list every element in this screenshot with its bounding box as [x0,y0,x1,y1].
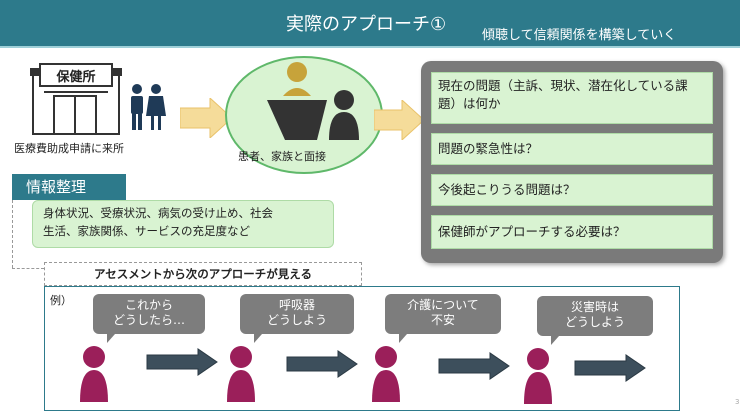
person-icon [227,346,255,402]
clinic-sign: 保健所 [56,70,96,85]
patient-icon [329,90,359,140]
speech-bubble: 呼吸器 どうしよう [240,294,354,343]
speech-bubble: これから どうしたら… [93,294,205,343]
header-divider [0,46,740,48]
arrow-right-icon [438,352,510,380]
building-icon [30,63,122,135]
example-label: 例） [50,294,72,307]
connector-line [12,200,13,268]
info-box: 身体状況、受療状況、病気の受け止め、社会 生活、家族関係、サービスの充足度など [32,200,334,248]
arrow-right-icon [286,350,358,378]
page-title: 実際のアプローチ① [286,14,447,35]
info-line: 生活、家族関係、サービスの充足度など [43,224,250,238]
interview-caption: 患者、家族と面接 [238,150,326,163]
person-icon [372,346,400,402]
page-subtitle: 傾聴して信頼関係を構築していく [482,28,677,43]
info-line: 身体状況、受療状況、病気の受け止め、社会 [43,206,273,220]
question-item: 保健師がアプローチする必要は？ [431,215,713,249]
question-item: 現在の問題（主訴、現状、潜在化している課題）は何か [431,72,713,124]
arrow-right-icon [574,354,646,382]
question-item: 今後起こりうる問題は？ [431,174,713,206]
clinic-caption: 医療費助成申請に来所 [14,142,124,155]
speech-bubble: 災害時は どうしよう [537,296,653,345]
title-bar [0,0,740,46]
arrow-right-icon [146,348,218,376]
question-item: 問題の緊急性は？ [431,133,713,165]
connector-line [12,268,44,269]
info-heading: 情報整理 [12,174,126,200]
person-icon [80,346,108,402]
arrow-right-icon [374,100,424,140]
person-icon [524,348,552,404]
arrow-right-icon [180,98,232,138]
assessment-label: アセスメントから次のアプローチが見える [44,262,362,286]
page-number: 3 [735,398,740,406]
counselor-icon [267,62,327,140]
family-icon [131,84,166,130]
example-frame [44,286,680,411]
speech-bubble: 介護について 不安 [385,294,501,343]
